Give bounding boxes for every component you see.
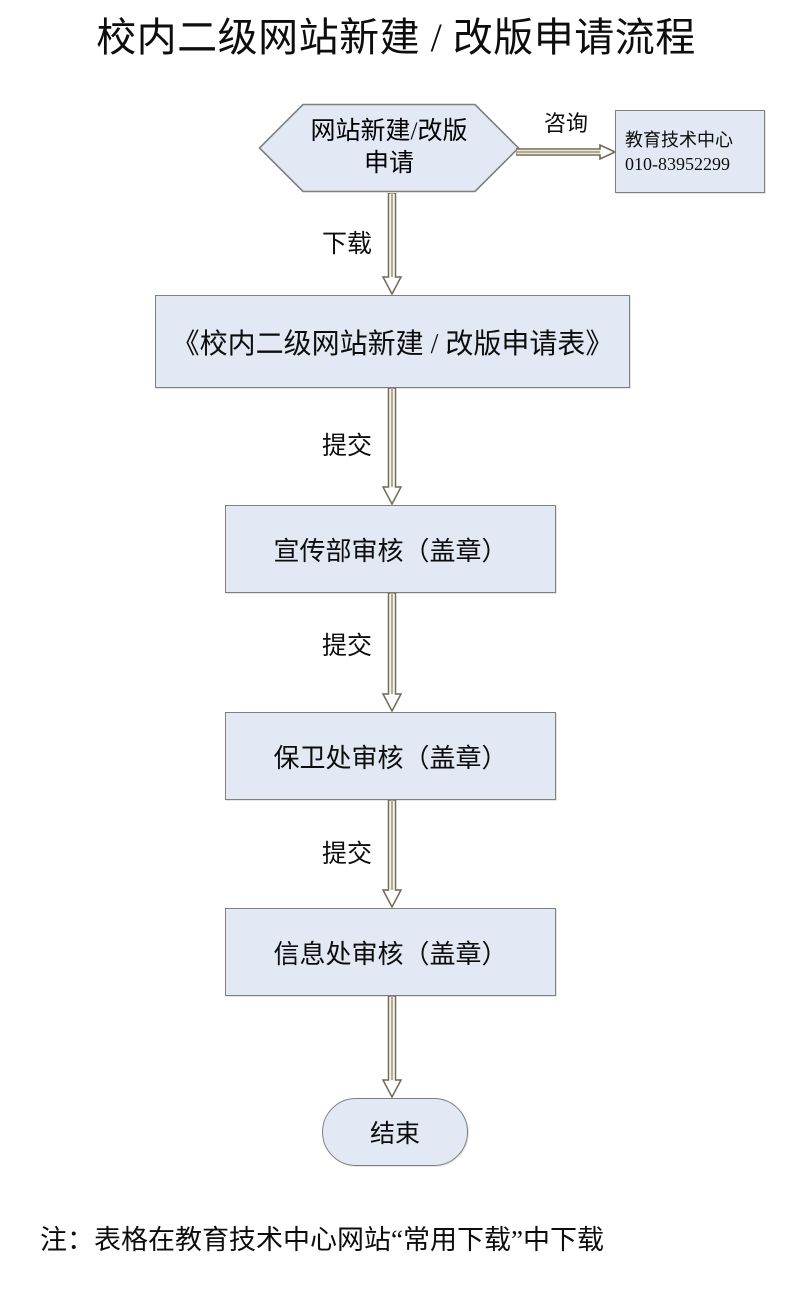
flow-node-start[interactable]: 网站新建/改版 申请: [258, 103, 520, 193]
flow-node-review-security[interactable]: 保卫处审核（盖章）: [225, 712, 556, 800]
review-box-1-label: 保卫处审核（盖章）: [273, 743, 508, 773]
start-label-line2: 申请: [363, 150, 414, 177]
page-title: 校内二级网站新建 / 改版申请流程: [96, 15, 696, 60]
edge-label-submit-1: 提交: [321, 433, 372, 460]
flow-node-review-publicity[interactable]: 宣传部审核（盖章）: [225, 505, 556, 593]
connector-arrow-submit-3: [381, 800, 403, 908]
review-box-2-label: 信息处审核（盖章）: [273, 939, 508, 969]
contact-phone: 010-83952299: [625, 153, 730, 174]
hexagon-shape: [258, 103, 520, 193]
connector-arrow-consult: [515, 141, 617, 163]
footnote-text: 注：表格在教育技术中心网站“常用下载”中下载: [40, 1225, 604, 1255]
contact-name: 教育技术中心: [625, 129, 733, 150]
review-box-0-label: 宣传部审核（盖章）: [273, 536, 508, 566]
edge-label-consult: 咨询: [543, 111, 588, 136]
edge-label-submit-2: 提交: [321, 633, 372, 660]
connector-arrow-submit-1: [381, 388, 403, 505]
flow-node-review-information[interactable]: 信息处审核（盖章）: [225, 908, 556, 996]
connector-arrow-submit-2: [381, 593, 403, 712]
end-node-label: 结束: [369, 1121, 420, 1148]
edge-label-download: 下载: [321, 231, 372, 258]
flow-node-start-label: 网站新建/改版 申请: [258, 103, 520, 193]
start-label-line1: 网站新建/改版: [310, 118, 468, 145]
connector-arrow-download: [381, 193, 403, 295]
flow-node-application-form[interactable]: 《校内二级网站新建 / 改版申请表》: [155, 295, 630, 388]
flow-node-end[interactable]: 结束: [322, 1098, 468, 1166]
edge-label-submit-3: 提交: [321, 841, 372, 868]
connector-arrow-to-end: [381, 996, 403, 1098]
contact-info-box[interactable]: 教育技术中心 010-83952299: [615, 110, 765, 193]
form-box-label: 《校内二级网站新建 / 改版申请表》: [171, 328, 614, 360]
